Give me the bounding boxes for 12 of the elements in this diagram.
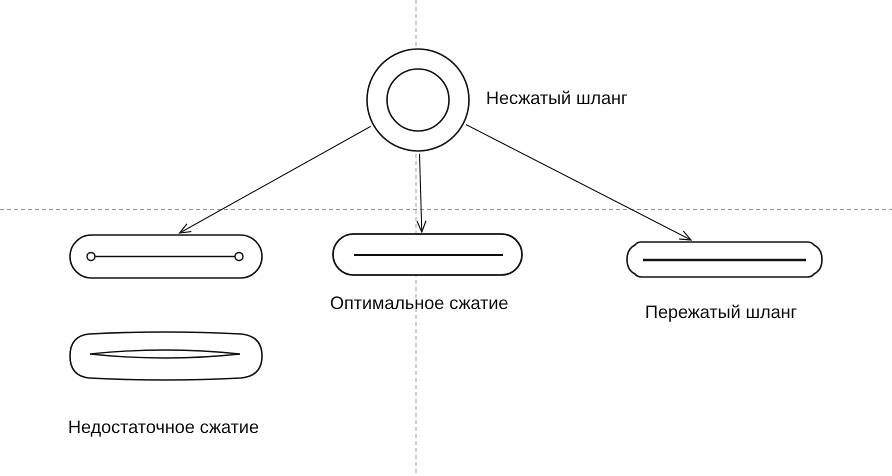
flattened-hose-drawing (332, 233, 523, 276)
flattened-hose-drawing (626, 241, 823, 278)
arrow (416, 154, 427, 233)
arrow (179, 126, 372, 234)
hose-state-label: Недостаточное сжатие (68, 417, 259, 437)
flattened-hose-drawing (69, 331, 263, 381)
hose-state-label: Пережатый шланг (645, 302, 798, 322)
hose-state-label: Оптимальное сжатие (330, 293, 508, 313)
arrow (466, 124, 692, 241)
flattened-hose-drawing (69, 234, 263, 279)
round-hose-drawing (366, 48, 470, 152)
hose-state-label: Несжатый шланг (486, 88, 628, 108)
